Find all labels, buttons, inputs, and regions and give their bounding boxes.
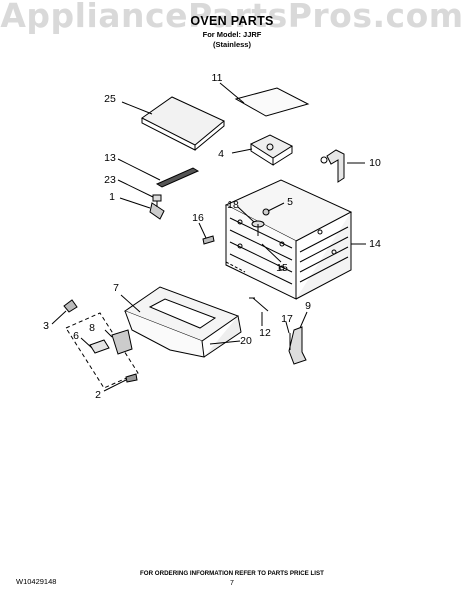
part-3-knob: [63, 299, 78, 313]
callout-7: 7: [113, 282, 119, 294]
callout-1: 1: [109, 191, 115, 203]
leader-15: [261, 243, 282, 263]
part-10-elbow: [320, 149, 345, 183]
part-6-panel: [65, 312, 139, 389]
callout-13: 13: [104, 152, 116, 164]
callout-4: 4: [218, 148, 224, 160]
callout-14: 14: [369, 238, 381, 250]
callout-10: 10: [369, 157, 381, 169]
leader-5: [267, 202, 285, 212]
leader-16: [198, 222, 207, 239]
part-8-bracket: [111, 329, 133, 355]
leader-6: [80, 337, 93, 349]
part-16-screw: [202, 235, 215, 245]
doc-number: W10429148: [16, 577, 57, 586]
callout-11: 11: [211, 72, 223, 84]
part-11-sheet: [234, 87, 310, 117]
callout-23: 23: [104, 174, 116, 186]
leader-2: [103, 379, 127, 392]
leader-4: [231, 148, 253, 154]
callout-3: 3: [43, 320, 49, 332]
finish-label: (Stainless): [213, 40, 251, 49]
watermark: AppliancePartsPros.com: [0, 0, 464, 35]
leader-3: [51, 310, 67, 325]
part-2-screw: [125, 373, 138, 383]
callout-9: 9: [305, 300, 311, 312]
part-23-connector: [152, 194, 162, 202]
model-line: For Model: JJRF: [202, 30, 262, 39]
dash-cavity-pan: [225, 261, 246, 273]
leader-23: [117, 179, 154, 198]
part-25-plate: [141, 96, 225, 151]
leader-8: [104, 329, 113, 338]
leader-25: [121, 101, 153, 115]
page-title: OVEN PARTS: [190, 14, 274, 28]
part-5-pin: [262, 208, 270, 216]
part-14-oven-cavity: [224, 179, 353, 300]
part-12-pin: [249, 297, 269, 312]
callout-8: 8: [89, 322, 95, 334]
leader-13: [117, 158, 161, 181]
part-18-grommet: [251, 220, 265, 236]
callout-18: 18: [227, 199, 239, 211]
page-number: 7: [230, 580, 234, 587]
part-20-pan: [123, 286, 242, 358]
leader-7: [120, 294, 141, 313]
part-4-bracket: [249, 134, 294, 166]
callout-2: 2: [95, 389, 101, 401]
callout-16: 16: [192, 212, 204, 224]
part-9-bracket: [288, 326, 307, 365]
callout-6: 6: [73, 330, 79, 342]
leader-11: [219, 82, 245, 104]
leader-18: [237, 206, 255, 223]
part-1-sensor: [149, 201, 165, 220]
callout-5: 5: [287, 196, 293, 208]
leader-17: [285, 321, 290, 334]
callout-15: 15: [276, 262, 288, 274]
leader-1: [119, 197, 151, 209]
callout-25: 25: [104, 93, 116, 105]
leader-20: [209, 340, 241, 345]
ordering-note: FOR ORDERING INFORMATION REFER TO PARTS …: [140, 570, 324, 577]
part-13-hinge: [155, 167, 200, 188]
callout-17: 17: [281, 313, 293, 325]
callout-20: 20: [240, 335, 252, 347]
callout-12: 12: [259, 327, 271, 339]
leader-9: [299, 311, 308, 329]
